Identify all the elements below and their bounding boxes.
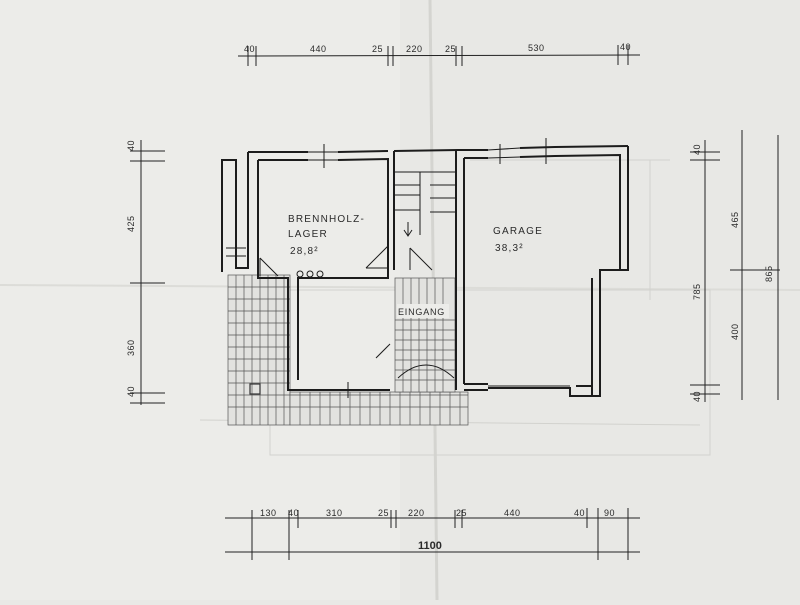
left-dimension-line [130,140,165,405]
fixture-circle-2 [306,270,314,278]
room-area-brennholzlager: 28,8² [290,246,319,257]
doors [226,238,455,379]
right-inner-dim-2: 40 [692,391,702,402]
top-dim-4: 25 [445,44,456,54]
top-dim-0: 40 [244,44,255,54]
bottom-total-dim: 1100 [418,540,442,552]
bottom-dim-4: 220 [408,508,425,518]
fixture-circle-3 [316,270,324,278]
top-dim-3: 220 [406,44,423,54]
bottom-dim-0: 130 [260,508,277,518]
room-label-brennholzlager-line1: BRENNHOLZ- [288,214,365,225]
right-inner-dim-1: 785 [692,283,702,300]
bottom-dim-3: 25 [378,508,389,518]
terrace-tile-grid [227,274,469,426]
fixtures [296,270,349,398]
entrance-tile-grid [394,277,456,393]
left-dim-2: 360 [126,339,136,356]
bottom-dim-2: 310 [326,508,343,518]
fixture-circle-1 [296,270,304,278]
left-dim-3: 40 [126,386,136,397]
left-dim-1: 425 [126,215,136,232]
right-inner-dim-0: 40 [692,144,702,155]
top-dim-1: 440 [310,44,327,54]
staircase [394,171,456,237]
top-dimension-line [237,45,641,66]
building-walls [221,145,629,397]
top-dim-5: 530 [528,43,545,53]
top-dim-6: 40 [620,42,631,52]
right-middle-dim-1: 400 [730,323,740,340]
right-dimension-lines [690,130,780,402]
windows [308,138,629,387]
bottom-dim-8: 90 [604,508,615,518]
paper-left-half [0,0,400,600]
left-dim-0: 40 [126,140,136,151]
top-dim-2: 25 [372,44,383,54]
bottom-dim-7: 40 [574,508,585,518]
bottom-dim-5: 25 [456,508,467,518]
room-label-garage: GARAGE [493,226,543,237]
eingang-label-background [397,304,449,318]
bottom-dim-6: 440 [504,508,521,518]
room-label-brennholzlager-line2: LAGER [288,229,328,240]
room-label-eingang: EINGANG [398,307,445,317]
bottom-dim-1: 40 [288,508,299,518]
bottom-dimension-line [225,508,640,560]
room-area-garage: 38,3² [495,243,524,254]
right-middle-dim-0: 465 [730,211,740,228]
right-outer-dim-0: 865 [764,265,774,282]
